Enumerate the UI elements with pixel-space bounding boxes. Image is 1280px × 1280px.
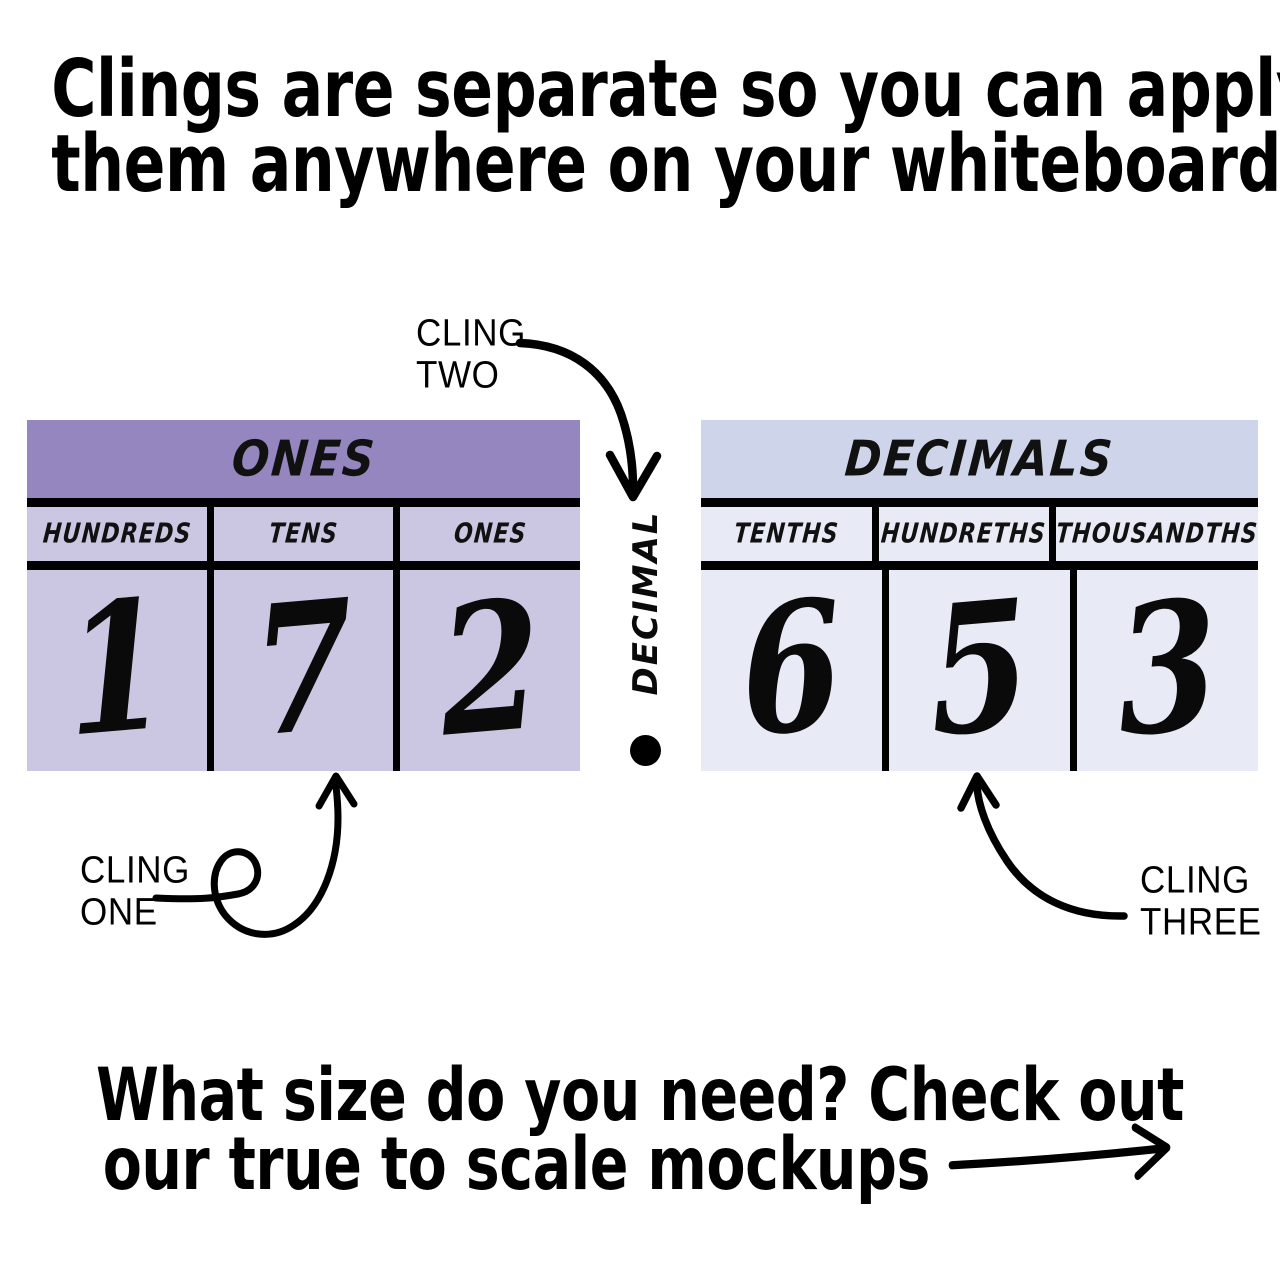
headline-line-2: them anywhere on your whiteboard. bbox=[51, 117, 1280, 210]
column-header-row-ones: HUNDREDS TENS ONES bbox=[27, 507, 580, 561]
table-banner-decimals: DECIMALS bbox=[701, 420, 1258, 498]
callout-label-cling-three: CLING THREE bbox=[1140, 858, 1262, 944]
digit-cell-ones[interactable]: 2 bbox=[393, 558, 580, 777]
decimal-point-dot-icon bbox=[630, 735, 661, 766]
digit-cell-tens[interactable]: 7 bbox=[206, 558, 394, 777]
banner-divider-rule bbox=[27, 498, 580, 507]
column-header-tens: TENS bbox=[206, 507, 394, 561]
column-header-thousandths: THOUSANDTHS bbox=[1049, 507, 1260, 561]
digit-value: 2 bbox=[434, 558, 547, 777]
table-banner-ones: ONES bbox=[27, 420, 580, 498]
decimal-point-cling[interactable]: DECIMAL bbox=[598, 495, 694, 780]
digit-row-decimals: 6 5 3 bbox=[701, 558, 1258, 777]
digit-cell-hundreths[interactable]: 5 bbox=[882, 558, 1070, 777]
header-digits-divider-rule bbox=[27, 561, 580, 570]
column-header-label: TENS bbox=[267, 518, 340, 550]
column-header-hundreds: HUNDREDS bbox=[27, 507, 207, 561]
curved-arrow-up-left-icon bbox=[957, 772, 1128, 920]
digit-value: 6 bbox=[735, 558, 848, 777]
place-value-table-decimals: DECIMALS TENTHS HUNDRETHS THOUSANDTHS 6 … bbox=[701, 420, 1260, 777]
callout-label-cling-two: CLING TWO bbox=[416, 311, 526, 397]
digit-value: 7 bbox=[247, 558, 360, 777]
headline-line-1: Clings are separate so you can apply bbox=[51, 42, 1280, 135]
digit-row-ones: 1 7 2 bbox=[27, 558, 580, 777]
banner-divider-rule bbox=[701, 498, 1258, 507]
decimal-label: DECIMAL bbox=[626, 510, 666, 696]
table-banner-label: DECIMALS bbox=[842, 430, 1117, 488]
place-value-table-ones: ONES HUNDREDS TENS ONES 1 7 2 bbox=[27, 420, 580, 777]
digit-cell-tenths[interactable]: 6 bbox=[701, 558, 882, 777]
callout-label-cling-one: CLING ONE bbox=[80, 848, 190, 934]
column-header-label: HUNDREDS bbox=[41, 518, 193, 550]
long-right-arrow-icon bbox=[947, 1123, 1177, 1205]
column-header-label: ONES bbox=[452, 518, 528, 550]
column-header-label: TENTHS bbox=[732, 518, 841, 550]
column-header-ones: ONES bbox=[393, 507, 580, 561]
headline-text: Clings are separate so you can apply the… bbox=[0, 45, 1280, 209]
footer-line-1: What size do you need? Check out bbox=[96, 1051, 1184, 1138]
header-digits-divider-rule bbox=[701, 561, 1258, 570]
digit-cell-hundreds[interactable]: 1 bbox=[27, 558, 207, 777]
digit-value: 3 bbox=[1111, 558, 1224, 777]
column-header-hundreths: HUNDRETHS bbox=[871, 507, 1050, 561]
column-header-tenths: TENTHS bbox=[701, 507, 872, 561]
footer-line-2: our true to scale mockups bbox=[103, 1120, 931, 1207]
footer-text: What size do you need? Check out our tru… bbox=[0, 1053, 1280, 1205]
footer-line-2-row: our true to scale mockups bbox=[103, 1123, 1177, 1205]
digit-value: 1 bbox=[60, 558, 173, 777]
digit-cell-thousandths[interactable]: 3 bbox=[1070, 558, 1258, 777]
column-header-row-decimals: TENTHS HUNDRETHS THOUSANDTHS bbox=[701, 507, 1260, 561]
table-banner-label: ONES bbox=[229, 430, 378, 488]
digit-value: 5 bbox=[923, 558, 1036, 777]
column-header-label: THOUSANDTHS bbox=[1054, 518, 1260, 550]
column-header-label: HUNDRETHS bbox=[879, 518, 1048, 550]
